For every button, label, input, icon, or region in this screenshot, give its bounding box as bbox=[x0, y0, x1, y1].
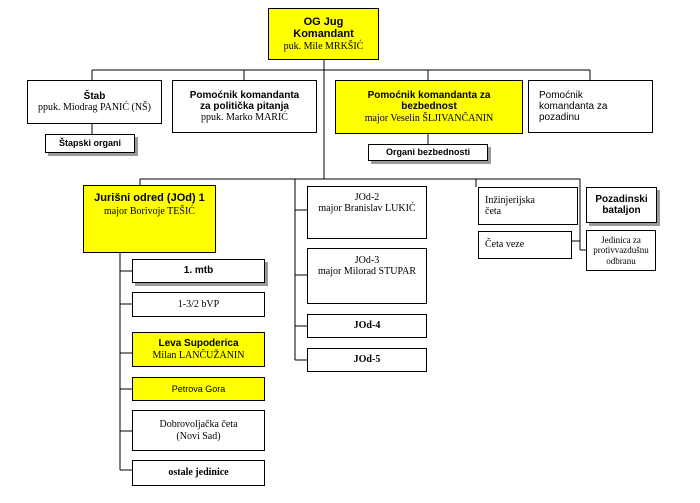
jod1-unit-3: Leva Supoderica Milan LANČUŽANIN bbox=[132, 332, 265, 367]
signal-company-box: Četa veze bbox=[478, 231, 572, 259]
staff-title: Štab bbox=[83, 90, 106, 102]
jod2-box: JOd-2 major Branislav LUKIĆ bbox=[307, 186, 427, 239]
engineer-company-line2: četa bbox=[485, 206, 502, 217]
commander-name: puk. Mile MRKŠIĆ bbox=[283, 40, 364, 52]
jod3-commander: major Milorad STUPAR bbox=[318, 266, 416, 278]
jod5-title: JOd-5 bbox=[353, 354, 381, 366]
staff-box: Štab ppuk. Miodrag PANIĆ (NŠ) bbox=[27, 80, 162, 124]
jod1-title: Jurišni odred (JOd) 1 bbox=[94, 192, 205, 204]
rear-battalion-line2: bataljon bbox=[602, 205, 641, 216]
security-title-1: Pomoćnik komandanta za bbox=[367, 90, 491, 102]
political-title-2: za politička pitanja bbox=[200, 100, 289, 112]
commander-box: OG Jug Komandant puk. Mile MRKŠIĆ bbox=[268, 8, 379, 60]
jod2-title: JOd-2 bbox=[354, 192, 380, 203]
jod1-unit-6-label: ostale jedinice bbox=[168, 467, 229, 479]
air-defense-line2: protivvazdušnu bbox=[593, 245, 649, 256]
jod1-unit-2: 1-3/2 bVP bbox=[132, 292, 265, 317]
staff-organs-box: Štapski organi bbox=[45, 134, 135, 153]
security-organs-label: Organi bezbednosti bbox=[385, 147, 470, 158]
political-name: ppuk. Marko MARIĆ bbox=[201, 112, 288, 124]
logistics-assistant-box: Pomoćnik komandanta za pozadinu bbox=[528, 80, 653, 133]
jod1-unit-3-label: Leva Supoderica bbox=[158, 338, 239, 350]
jod1-unit-1-label: 1. mtb bbox=[183, 265, 214, 277]
signal-company-label: Četa veze bbox=[485, 239, 525, 251]
political-assistant-box: Pomoćnik komandanta za politička pitanja… bbox=[172, 80, 317, 133]
commander-role: Komandant bbox=[293, 28, 354, 41]
jod2-commander: major Branislav LUKIĆ bbox=[318, 203, 416, 215]
logistics-title-3: pozadinu bbox=[539, 112, 580, 124]
engineer-company-box: Inžinjerijska četa bbox=[478, 187, 578, 225]
logistics-title-1: Pomoćnik bbox=[539, 89, 583, 101]
security-name: major Veselin ŠLJIVANČANIN bbox=[364, 112, 494, 124]
jod3-box: JOd-3 major Milorad STUPAR bbox=[307, 248, 427, 304]
jod5-box: JOd-5 bbox=[307, 348, 427, 372]
security-assistant-box: Pomoćnik komandanta za bezbednost major … bbox=[335, 80, 523, 134]
jod4-title: JOd-4 bbox=[353, 320, 381, 332]
jod1-unit-4: Petrova Gora bbox=[132, 377, 265, 401]
jod1-unit-5-location: (Novi Sad) bbox=[176, 430, 221, 442]
jod1-unit-3-commander: Milan LANČUŽANIN bbox=[152, 349, 245, 361]
rear-battalion-box: Pozadinski bataljon bbox=[586, 187, 657, 223]
security-title-2: bezbednost bbox=[401, 101, 457, 113]
logistics-title-2: komandanta za bbox=[539, 100, 608, 112]
jod1-unit-5-label: Dobrovoljačka četa bbox=[159, 419, 238, 431]
air-defense-line3: odbranu bbox=[606, 255, 636, 266]
jod1-box: Jurišni odred (JOd) 1 major Borivoje TEŠ… bbox=[83, 185, 216, 253]
security-organs-box: Organi bezbednosti bbox=[368, 144, 488, 161]
staff-chief: ppuk. Miodrag PANIĆ (NŠ) bbox=[38, 102, 151, 113]
jod4-box: JOd-4 bbox=[307, 314, 427, 338]
jod1-unit-6: ostale jedinice bbox=[132, 460, 265, 486]
rear-battalion-line1: Pozadinski bbox=[595, 193, 648, 205]
engineer-company-line1: Inžinjerijska bbox=[485, 194, 535, 206]
air-defense-unit-box: Jedinica za protivvazdušnu odbranu bbox=[586, 230, 656, 271]
political-title-1: Pomoćnik komandanta bbox=[189, 89, 300, 101]
jod3-title: JOd-3 bbox=[354, 255, 380, 266]
jod1-unit-2-label: 1-3/2 bVP bbox=[177, 298, 220, 310]
jod1-unit-1: 1. mtb bbox=[132, 259, 265, 283]
commander-unit: OG Jug bbox=[303, 16, 344, 29]
air-defense-line1: Jedinica za bbox=[601, 235, 641, 246]
jod1-unit-4-label: Petrova Gora bbox=[171, 383, 226, 394]
jod1-commander: major Borivoje TEŠIĆ bbox=[104, 206, 195, 218]
jod1-unit-5: Dobrovoljačka četa (Novi Sad) bbox=[132, 410, 265, 451]
staff-organs-label: Štapski organi bbox=[58, 138, 121, 149]
